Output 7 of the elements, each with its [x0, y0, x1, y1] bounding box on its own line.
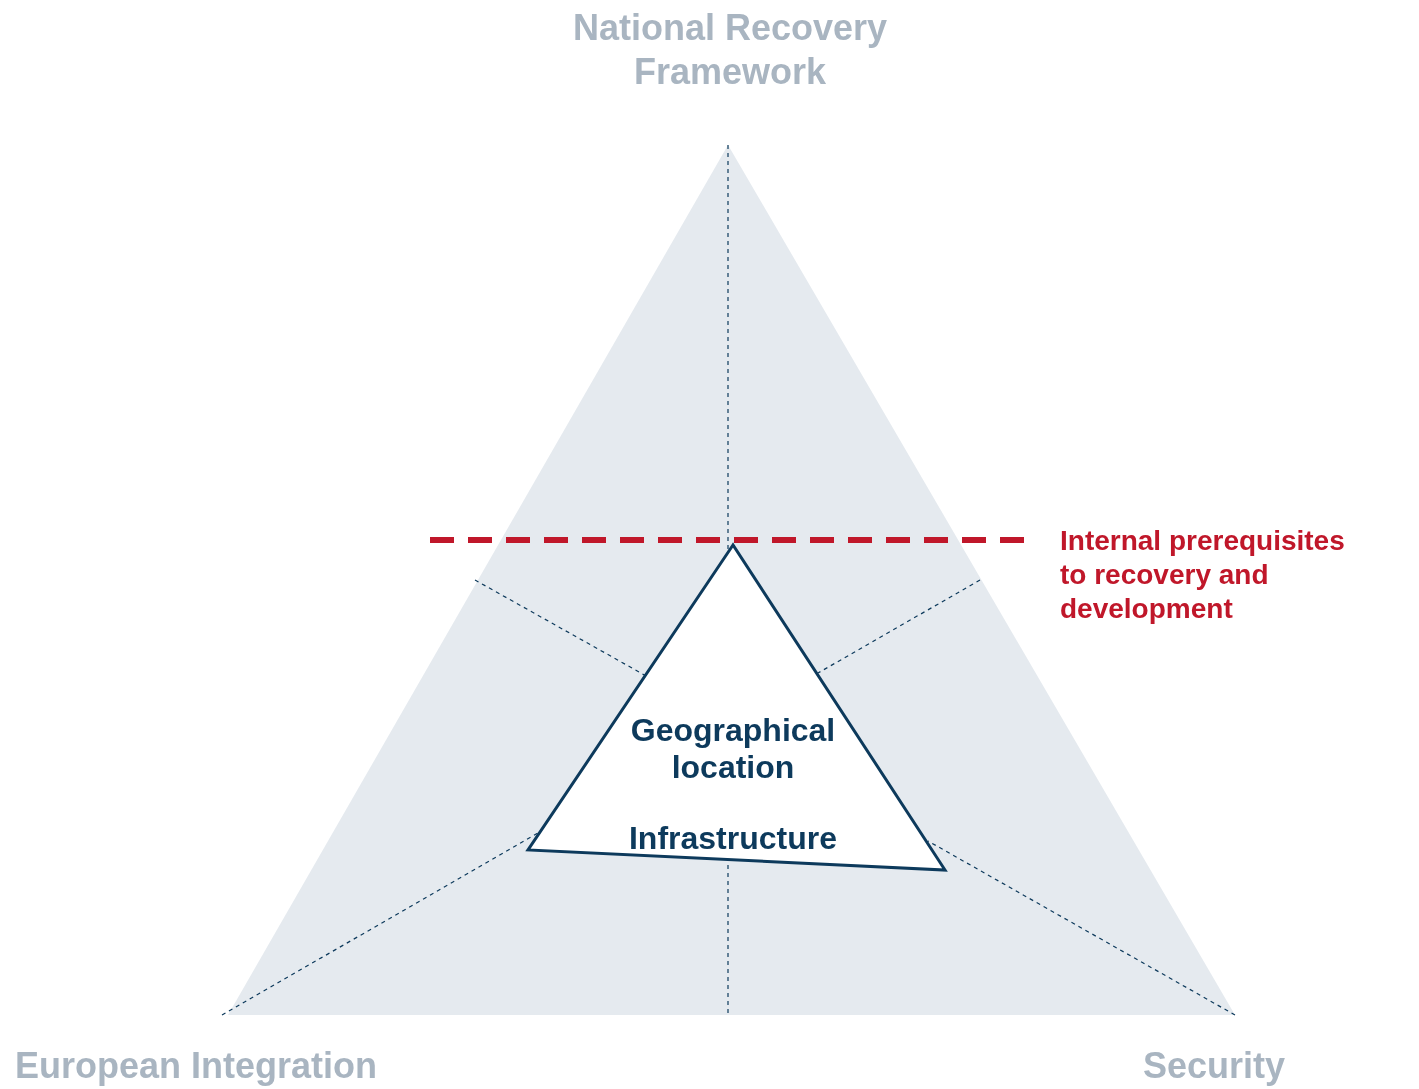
corner-label: National Recovery Framework [571, 6, 889, 94]
corner-label: Security [1143, 1044, 1286, 1088]
annotation-text: Internal prerequisites to recovery and development [1060, 524, 1346, 626]
node-text: Infrastructure [627, 820, 838, 857]
corner-label: European Integration [15, 1044, 378, 1088]
triangle-box [528, 545, 945, 870]
node-text: Geographical location [629, 712, 837, 786]
